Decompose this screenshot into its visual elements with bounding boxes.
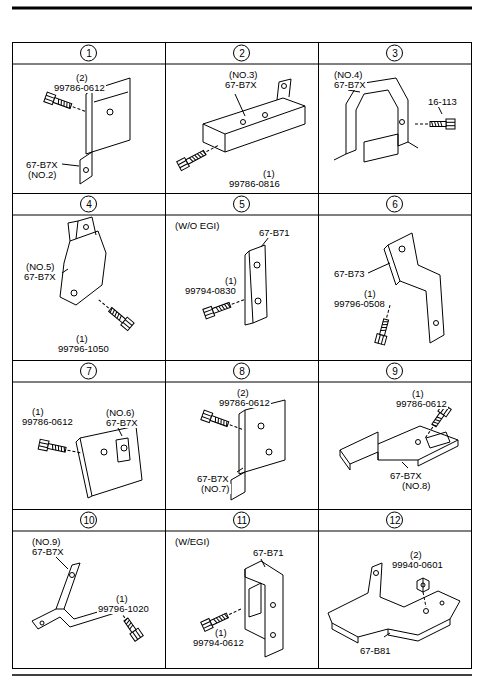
callout-number: 6 <box>319 199 471 210</box>
part-label: 67-B7X <box>25 160 59 170</box>
part-label: (NO.6) <box>105 408 136 418</box>
part-panel: 5 (W/O EGI) 67-B71 (1)99794-0830 <box>165 193 319 361</box>
part-panel: 7 (1)99786-0612 (NO.6)67-B7X <box>12 360 166 510</box>
part-label: 99794-0830 <box>184 286 237 296</box>
part-label: 67-B73 <box>333 269 366 279</box>
part-panel: 12 (2)99940-0601 67-B81 <box>318 509 472 669</box>
part-label: (W/O EGI) <box>174 221 220 231</box>
part-label: 99786-0816 <box>228 179 281 189</box>
part-panel: 1 (2)99786-0612 67-B7X(NO.2) <box>12 42 166 194</box>
part-label: 67-B81 <box>359 646 392 656</box>
part-label: 99940-0601 <box>391 560 444 570</box>
callout-number: 12 <box>319 515 471 526</box>
part-label: 99786-0612 <box>21 417 74 427</box>
callout-number: 1 <box>13 48 165 59</box>
part-label: (2) <box>409 550 423 560</box>
callout-number: 11 <box>166 515 318 526</box>
part-panel: 10 (NO.9)67-B7X (1)99796-1020 <box>12 509 166 669</box>
part-label: 99796-1020 <box>97 604 150 614</box>
part-label: (NO.3) <box>228 70 259 80</box>
part-panel: 8 (2)99786-0612 67-B7X(NO.7) <box>165 360 319 510</box>
callout-number: 7 <box>13 366 165 377</box>
callout-number: 10 <box>13 515 165 526</box>
part-label: (NO.2) <box>27 170 58 180</box>
part-label: (1) <box>363 289 377 299</box>
part-label: 99786-0612 <box>395 399 448 409</box>
part-panel: 6 67-B73 (1)99796-0508 <box>318 193 472 361</box>
part-label: 67-B7X <box>23 272 57 282</box>
part-label: (NO.5) <box>25 262 56 272</box>
part-label: 99796-0508 <box>333 299 386 309</box>
part-label: (1) <box>31 407 45 417</box>
part-label: (1) <box>262 169 276 179</box>
part-label: 99786-0612 <box>218 398 271 408</box>
callout-number: 2 <box>166 48 318 59</box>
part-panel: 9 (1)99786-0612 67-B7X(NO.8) <box>318 360 472 510</box>
part-label: (1) <box>214 628 228 638</box>
part-label: 67-B71 <box>252 548 285 558</box>
part-panel: 4 (NO.5)67-B7X (1)99796-1050 <box>12 193 166 361</box>
part-label: (1) <box>115 594 129 604</box>
part-label: 99786-0612 <box>53 83 106 93</box>
part-panel: 11 (W/EGI) 67-B71 (1)99794-0612 <box>165 509 319 669</box>
part-label: (2) <box>236 388 250 398</box>
part-label: (NO.8) <box>401 481 432 491</box>
part-label: (NO.7) <box>200 484 231 494</box>
part-label: 67-B7X <box>105 418 139 428</box>
part-label: (NO.9) <box>31 537 62 547</box>
part-label: 99794-0612 <box>192 638 245 648</box>
part-label: 67-B7X <box>389 471 423 481</box>
part-label: (W/EGI) <box>174 537 210 547</box>
part-label: 67-B7X <box>224 80 258 90</box>
part-label: 67-B7X <box>196 474 230 484</box>
part-label: 99796-1050 <box>57 344 110 354</box>
part-panel: 2 (NO.3)67-B7X (1)99786-0816 <box>165 42 319 194</box>
callout-number: 5 <box>166 199 318 210</box>
part-label: 67-B7X <box>333 80 367 90</box>
callout-number: 4 <box>13 199 165 210</box>
part-panel: 3 (NO.4)67-B7X 16-113 <box>318 42 472 194</box>
part-label: (1) <box>411 389 425 399</box>
callout-number: 9 <box>319 366 471 377</box>
callout-number: 8 <box>166 366 318 377</box>
part-label: 67-B7X <box>31 547 65 557</box>
part-label: (1) <box>75 334 89 344</box>
part-label: 67-B71 <box>258 228 291 238</box>
part-label: (1) <box>224 276 238 286</box>
part-label: 16-113 <box>427 97 458 107</box>
callout-number: 3 <box>319 48 471 59</box>
part-label: (NO.4) <box>333 70 364 80</box>
part-label: (2) <box>75 73 89 83</box>
